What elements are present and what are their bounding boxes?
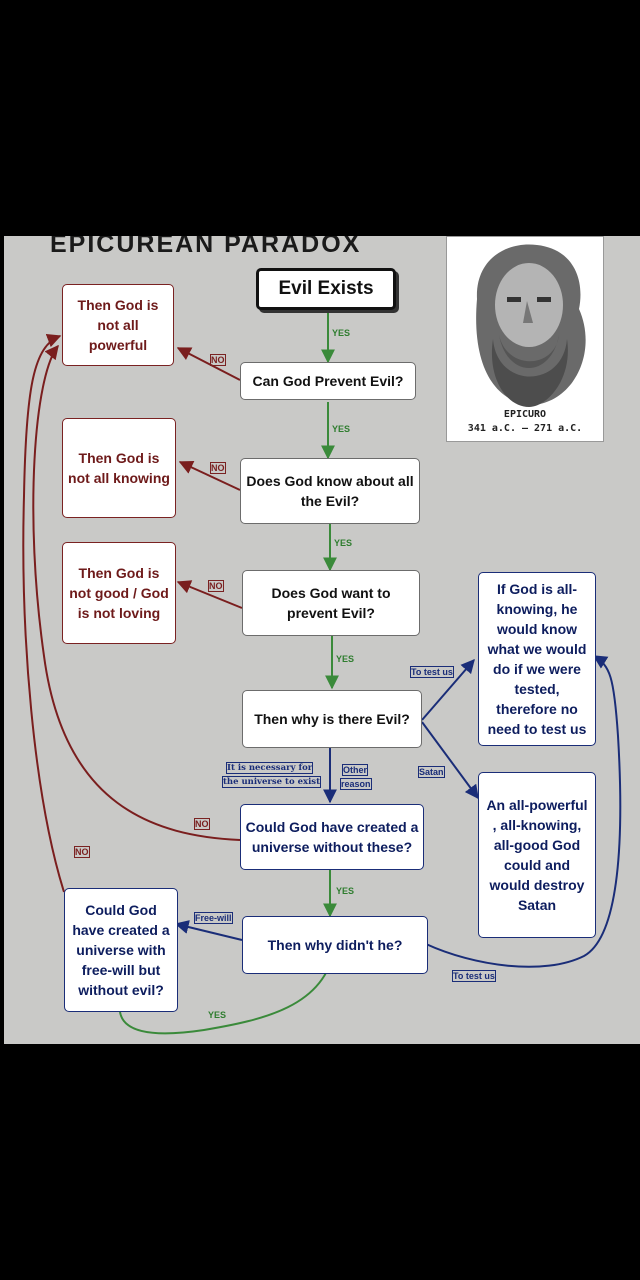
label-no-3: NO	[208, 580, 224, 592]
node-can-prevent: Can God Prevent Evil?	[240, 362, 416, 400]
portrait-dates: 341 a.C. — 271 a.C.	[467, 423, 583, 434]
arrow-satan	[421, 721, 479, 800]
arrow-no-3	[176, 580, 243, 609]
label-other-line1: Other	[342, 764, 369, 776]
diagram-panel: EPICUREAN PARADOX EPICURO 341 a.C. — 271…	[4, 236, 640, 1044]
node-not-powerful: Then God is not all powerful	[62, 284, 174, 366]
label-to-test-us-1: To test us	[410, 666, 454, 678]
label-yes-2: YES	[332, 424, 351, 434]
label-no-4: NO	[194, 818, 210, 830]
portrait-name: EPICURO	[503, 409, 547, 420]
label-yes-3: YES	[334, 538, 353, 548]
node-why-evil: Then why is there Evil?	[242, 690, 422, 748]
arrow-to-test-us-return	[425, 655, 622, 968]
epicurus-portrait: EPICURO 341 a.C. — 271 a.C.	[446, 236, 604, 442]
label-yes-6: YES	[208, 1010, 227, 1020]
label-satan: Satan	[418, 766, 445, 778]
node-why-didnt: Then why didn't he?	[242, 916, 428, 974]
node-could-create: Could God have created a universe withou…	[240, 804, 424, 870]
label-free-will: Free-will	[194, 912, 233, 924]
label-yes-4: YES	[336, 654, 355, 664]
arrow-yes-freewill	[119, 948, 339, 1035]
label-to-test-us-2: To test us	[452, 970, 496, 982]
arrow-no-1	[176, 347, 241, 381]
label-yes-1: YES	[332, 328, 351, 338]
node-free-will-question: Could God have created a universe with f…	[64, 888, 178, 1012]
arrow-to-test-us	[421, 658, 475, 721]
label-other-line2: reason	[340, 778, 372, 790]
node-know-about: Does God know about all the Evil?	[240, 458, 420, 524]
label-no-1: NO	[210, 354, 226, 366]
arrow-no-long-inner	[32, 344, 241, 841]
bust-illustration	[476, 244, 586, 407]
node-want-prevent: Does God want to prevent Evil?	[242, 570, 420, 636]
node-all-powerful-god: An all-powerful , all-knowing, all-good …	[478, 772, 596, 938]
label-necessary-line1: It is necessary for	[226, 762, 314, 774]
connector-layer	[22, 310, 622, 1035]
label-no-2: NO	[210, 462, 226, 474]
label-necessary-line2: the universe to exist	[222, 776, 322, 788]
label-yes-5: YES	[336, 886, 355, 896]
page-title: EPICUREAN PARADOX	[50, 236, 362, 258]
node-not-knowing: Then God is not all knowing	[62, 418, 176, 518]
node-not-good: Then God is not good / God is not loving	[62, 542, 176, 644]
arrow-no-2	[178, 460, 241, 491]
arrow-free-will	[174, 920, 243, 941]
arrow-no-long-outer	[22, 334, 65, 893]
node-if-all-knowing: If God is all-knowing, he would know wha…	[478, 572, 596, 746]
label-no-5: NO	[74, 846, 90, 858]
node-evil-exists: Evil Exists	[256, 268, 396, 310]
